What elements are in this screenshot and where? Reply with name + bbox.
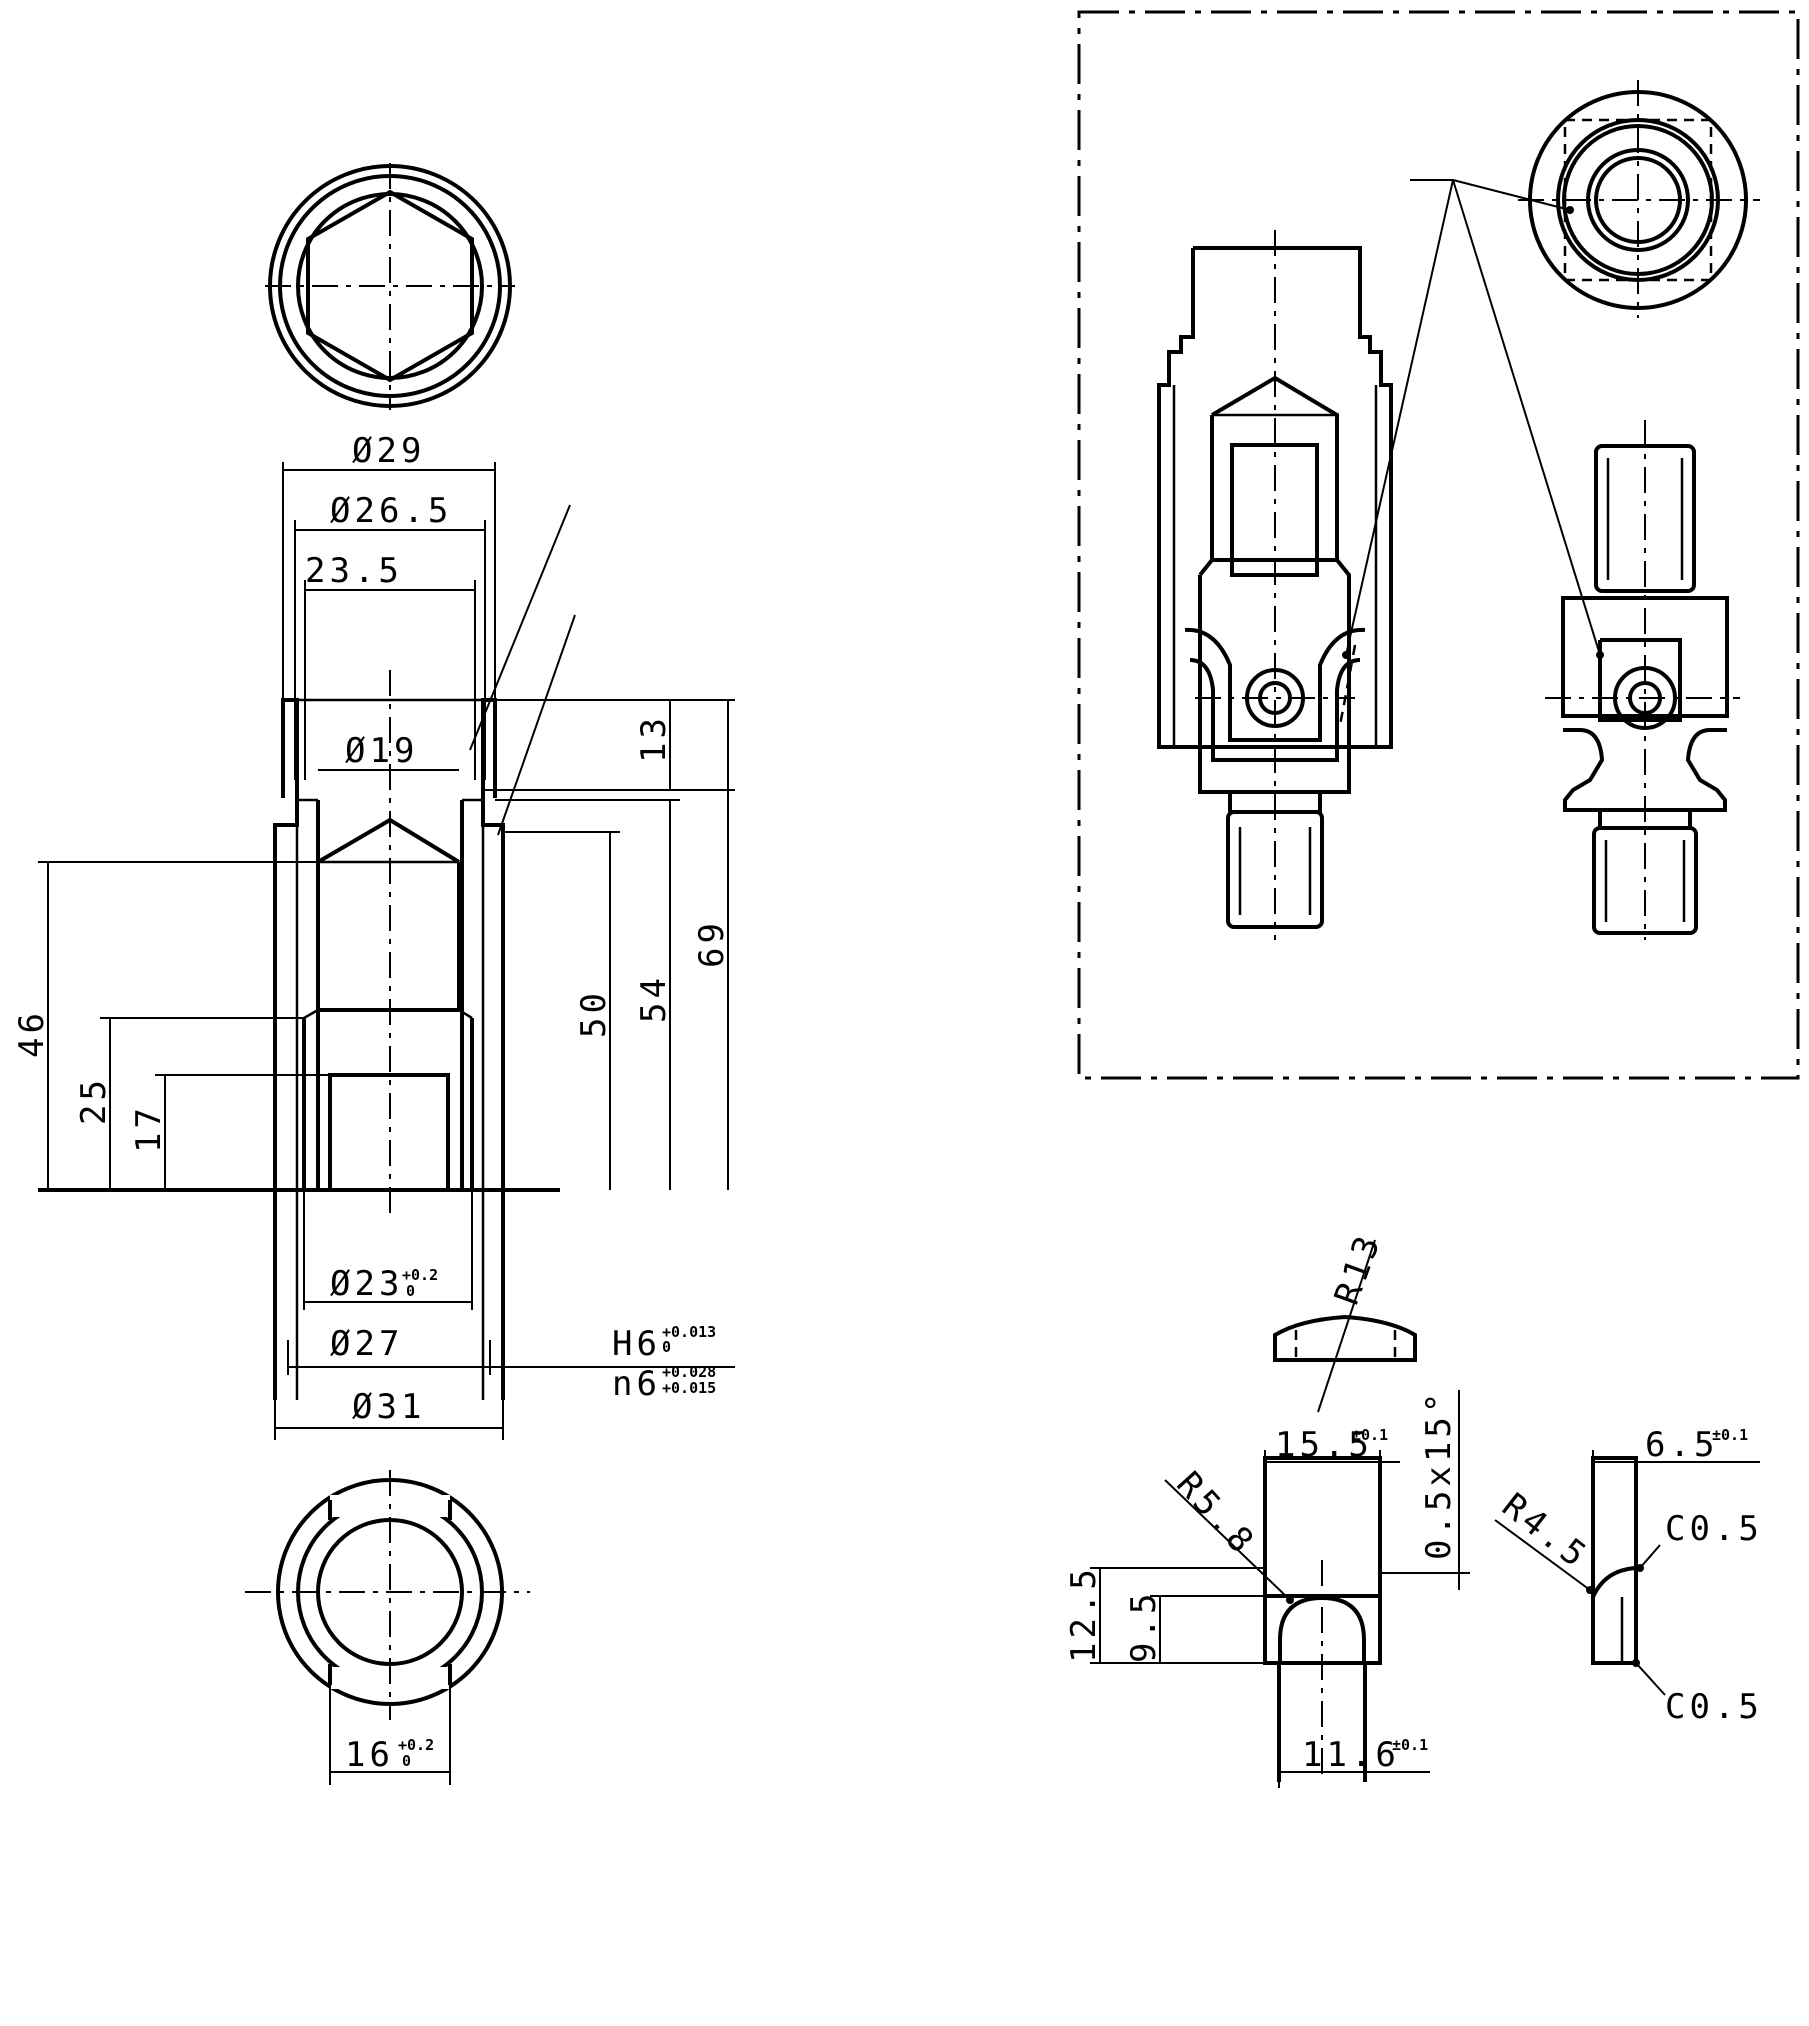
dim-w16-low: 0 xyxy=(402,1752,411,1770)
dim-h17: 17 xyxy=(129,1104,169,1153)
dim-w15-5: 15.5 xyxy=(1275,1425,1373,1465)
dim-chamfer: 0.5x15° xyxy=(1419,1389,1459,1560)
dim-w6-5: 6.5 xyxy=(1645,1425,1718,1465)
dim-d23-tol-up: +0.2 xyxy=(402,1266,438,1284)
dim-h12-5: 12.5 xyxy=(1064,1565,1104,1663)
assembly-view xyxy=(1077,10,1800,1080)
fit-h6-up: +0.013 xyxy=(662,1323,716,1341)
dim-r13: R13 xyxy=(1327,1227,1390,1310)
dim-w6-5-tol: ±0.1 xyxy=(1712,1426,1748,1444)
dim-c0-5-bottom: C0.5 xyxy=(1665,1687,1763,1727)
fit-h6-low: 0 xyxy=(662,1338,671,1356)
dim-d31: Ø31 xyxy=(352,1387,425,1427)
dim-d29: Ø29 xyxy=(352,431,425,471)
top-end-view xyxy=(265,163,515,410)
dim-h25: 25 xyxy=(74,1076,114,1125)
dim-h13: 13 xyxy=(634,714,674,763)
fit-n6-up: +0.028 xyxy=(662,1363,716,1381)
dim-r5-8: R5.8 xyxy=(1168,1464,1263,1564)
dim-h50: 50 xyxy=(574,989,614,1038)
dim-d26-5: Ø26.5 xyxy=(330,491,452,531)
assembly-joint-housed xyxy=(1157,230,1393,940)
assembly-joint-free xyxy=(1545,420,1740,940)
assembly-leaders xyxy=(1342,179,1604,659)
dim-h69: 69 xyxy=(692,919,732,968)
fit-n6-low: +0.015 xyxy=(662,1379,716,1397)
dim-h54: 54 xyxy=(634,974,674,1023)
dim-h9-5: 9.5 xyxy=(1124,1590,1164,1663)
dim-c0-5-top: C0.5 xyxy=(1665,1509,1763,1549)
dim-d23: Ø23 xyxy=(330,1264,403,1304)
dim-h46: 46 xyxy=(12,1009,52,1058)
dim-w16: 16 xyxy=(345,1735,394,1775)
dim-w15-5-tol: ±0.1 xyxy=(1352,1426,1388,1444)
dim-w11-6: 11.6 xyxy=(1302,1735,1400,1775)
assembly-end-view xyxy=(1518,80,1760,318)
block-detail: R13 15.5 ±0.1 0.5x15° R5.8 12.5 9.5 11.6 xyxy=(1064,1227,1763,1788)
fit-h6: H6 xyxy=(612,1324,661,1364)
dim-d23-tol-low: 0 xyxy=(406,1282,415,1300)
dim-w16-up: +0.2 xyxy=(398,1736,434,1754)
shaft-dimensions: Ø29 Ø26.5 23.5 Ø19 Ø23 +0.2 0 Ø27 Ø31 H6… xyxy=(12,431,735,1440)
fit-n6: n6 xyxy=(612,1364,661,1404)
dim-w23-5: 23.5 xyxy=(305,551,403,591)
dim-d27: Ø27 xyxy=(330,1324,403,1364)
bottom-end-view: 16 +0.2 0 xyxy=(245,1470,530,1785)
shaft-section-view xyxy=(38,504,576,1400)
dim-w11-6-tol: ±0.1 xyxy=(1392,1736,1428,1754)
dim-d19: Ø19 xyxy=(345,731,418,771)
